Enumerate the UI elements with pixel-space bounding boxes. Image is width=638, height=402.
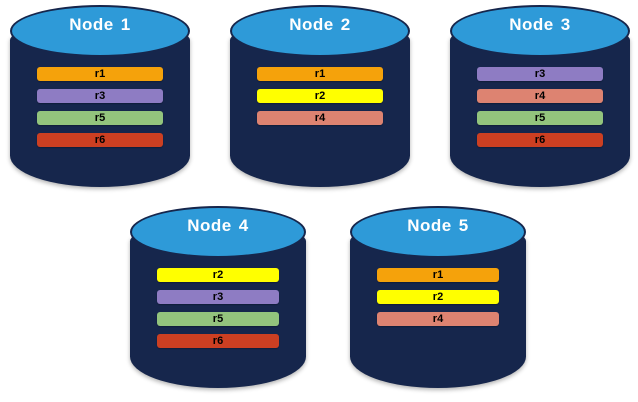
cylinder-top [350, 206, 526, 258]
replica-bar[interactable]: r6 [157, 334, 279, 348]
replica-list: r1 r2 r4 [377, 268, 499, 326]
replica-bar[interactable]: r3 [477, 67, 603, 81]
replica-bar[interactable]: r5 [477, 111, 603, 125]
cylinder-top [450, 5, 630, 57]
replica-bar[interactable]: r4 [477, 89, 603, 103]
replica-bar[interactable]: r3 [157, 290, 279, 304]
replica-list: r1 r2 r4 [257, 67, 383, 125]
replica-bar[interactable]: r2 [377, 290, 499, 304]
replica-bar[interactable]: r4 [377, 312, 499, 326]
replica-bar[interactable]: r1 [257, 67, 383, 81]
replica-list: r1 r3 r5 r6 [37, 67, 163, 147]
replica-bar[interactable]: r5 [37, 111, 163, 125]
replica-bar[interactable]: r6 [477, 133, 603, 147]
replica-bar[interactable]: r1 [377, 268, 499, 282]
cylinder-top [10, 5, 190, 57]
replica-bar[interactable]: r1 [37, 67, 163, 81]
replica-bar[interactable]: r2 [257, 89, 383, 103]
cylinder-top [230, 5, 410, 57]
replica-bar[interactable]: r6 [37, 133, 163, 147]
replica-list: r3 r4 r5 r6 [477, 67, 603, 147]
replica-bar[interactable]: r3 [37, 89, 163, 103]
cylinder-top [130, 206, 306, 258]
replica-list: r2 r3 r5 r6 [157, 268, 279, 348]
replica-bar[interactable]: r4 [257, 111, 383, 125]
replica-bar[interactable]: r5 [157, 312, 279, 326]
replica-bar[interactable]: r2 [157, 268, 279, 282]
